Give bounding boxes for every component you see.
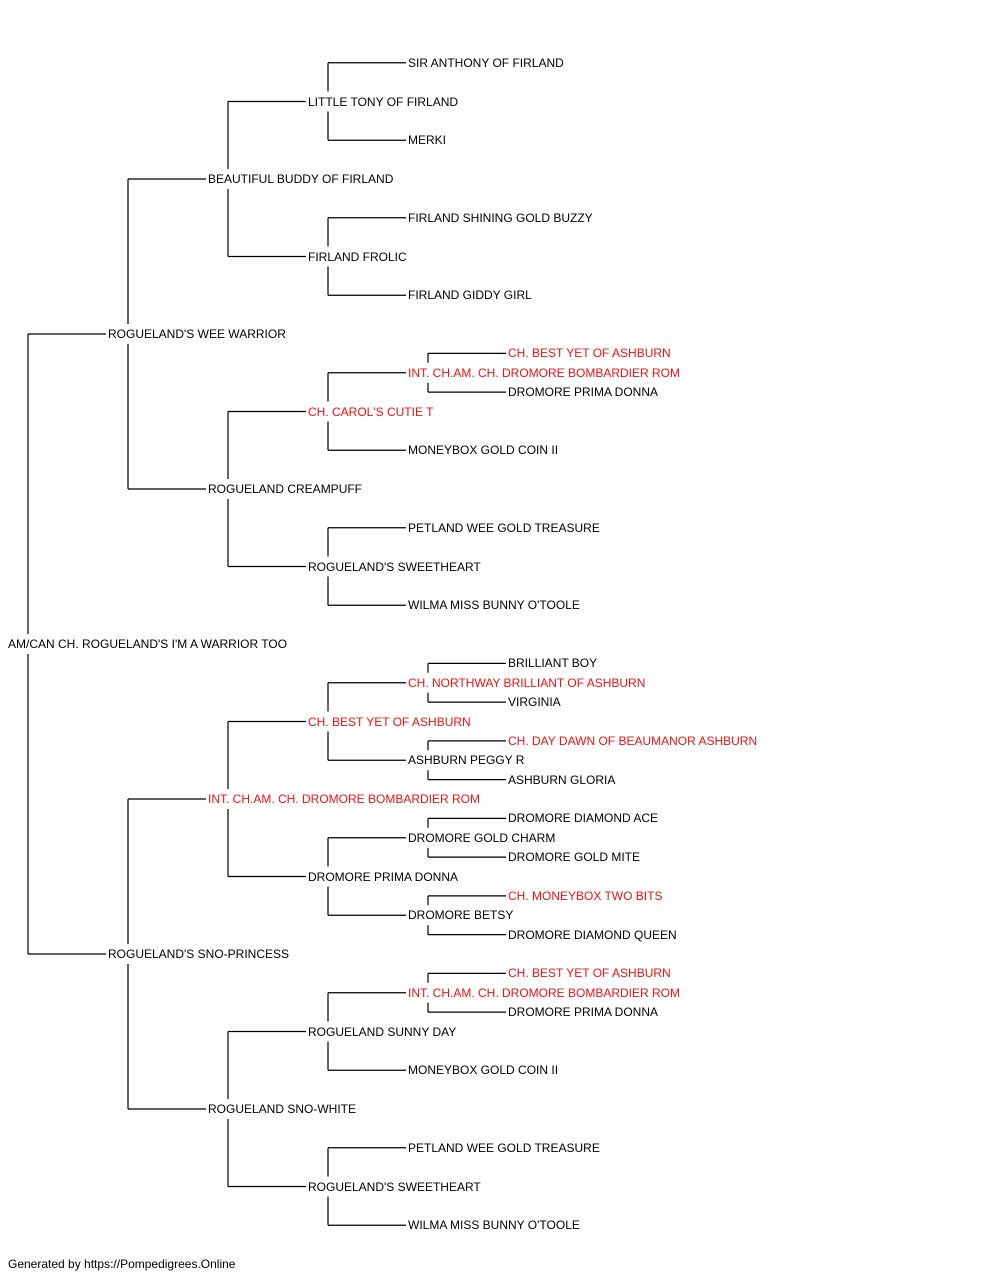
pedigree-node: WILMA MISS BUNNY O'TOOLE (408, 598, 580, 613)
pedigree-node: ROGUELAND'S SNO-PRINCESS (108, 947, 289, 961)
pedigree-node: CH. CAROL'S CUTIE T (308, 404, 434, 419)
pedigree-node: FIRLAND FROLIC (308, 249, 407, 264)
pedigree-node: ROGUELAND CREAMPUFF (208, 482, 363, 496)
pedigree-node: CH. NORTHWAY BRILLIANT OF ASHBURN (408, 675, 646, 690)
pedigree-node: INT. CH.AM. CH. DROMORE BOMBARDIER ROM (408, 365, 681, 380)
pedigree-node: ROGUELAND'S WEE WARRIOR (108, 327, 286, 341)
pedigree-node: DROMORE DIAMOND ACE (508, 811, 659, 826)
pedigree-node: DROMORE BETSY (408, 908, 514, 923)
pedigree-node: MERKI (408, 133, 447, 148)
pedigree-node: CH. DAY DAWN OF BEAUMANOR ASHBURN (508, 733, 758, 748)
pedigree-node: DROMORE PRIMA DONNA (508, 385, 659, 400)
pedigree-node: INT. CH.AM. CH. DROMORE BOMBARDIER ROM (408, 985, 681, 1000)
pedigree-node: SIR ANTHONY OF FIRLAND (408, 55, 564, 70)
pedigree-node: VIRGINIA (508, 695, 561, 710)
pedigree-node: DROMORE PRIMA DONNA (508, 1005, 659, 1020)
pedigree-node: MONEYBOX GOLD COIN II (408, 443, 559, 458)
pedigree-node: ROGUELAND SUNNY DAY (308, 1024, 457, 1039)
pedigree-node: INT. CH.AM. CH. DROMORE BOMBARDIER ROM (208, 792, 481, 806)
pedigree-node: DROMORE PRIMA DONNA (308, 869, 459, 884)
pedigree-node: FIRLAND SHINING GOLD BUZZY (408, 210, 593, 225)
pedigree-node: ROGUELAND SNO-WHITE (208, 1102, 357, 1116)
pedigree-node: ASHBURN GLORIA (508, 772, 616, 787)
pedigree-node: CH. BEST YET OF ASHBURN (508, 966, 671, 981)
pedigree-node: PETLAND WEE GOLD TREASURE (408, 520, 600, 535)
pedigree-node: DROMORE GOLD CHARM (408, 830, 556, 845)
pedigree-node: AM/CAN CH. ROGUELAND'S I'M A WARRIOR TOO (8, 637, 288, 651)
pedigree-node: BEAUTIFUL BUDDY OF FIRLAND (208, 172, 394, 186)
pedigree-node: WILMA MISS BUNNY O'TOOLE (408, 1218, 580, 1233)
pedigree-node: CH. BEST YET OF ASHBURN (508, 346, 671, 361)
pedigree-node: PETLAND WEE GOLD TREASURE (408, 1140, 600, 1155)
pedigree-node: ROGUELAND'S SWEETHEART (308, 559, 481, 574)
pedigree-node: ASHBURN PEGGY R (408, 753, 525, 768)
pedigree-node: FIRLAND GIDDY GIRL (408, 288, 532, 303)
pedigree-node: MONEYBOX GOLD COIN II (408, 1063, 559, 1078)
pedigree-node: DROMORE GOLD MITE (508, 850, 641, 865)
pedigree-node: ROGUELAND'S SWEETHEART (308, 1179, 481, 1194)
generator-credit: Generated by https://Pompedigrees.Online (8, 1257, 236, 1271)
pedigree-node: LITTLE TONY OF FIRLAND (308, 94, 459, 109)
pedigree-node: CH. BEST YET OF ASHBURN (308, 714, 471, 729)
pedigree-node: CH. MONEYBOX TWO BITS (508, 888, 663, 903)
pedigree-node: BRILLIANT BOY (508, 656, 598, 671)
pedigree-node: DROMORE DIAMOND QUEEN (508, 927, 677, 942)
